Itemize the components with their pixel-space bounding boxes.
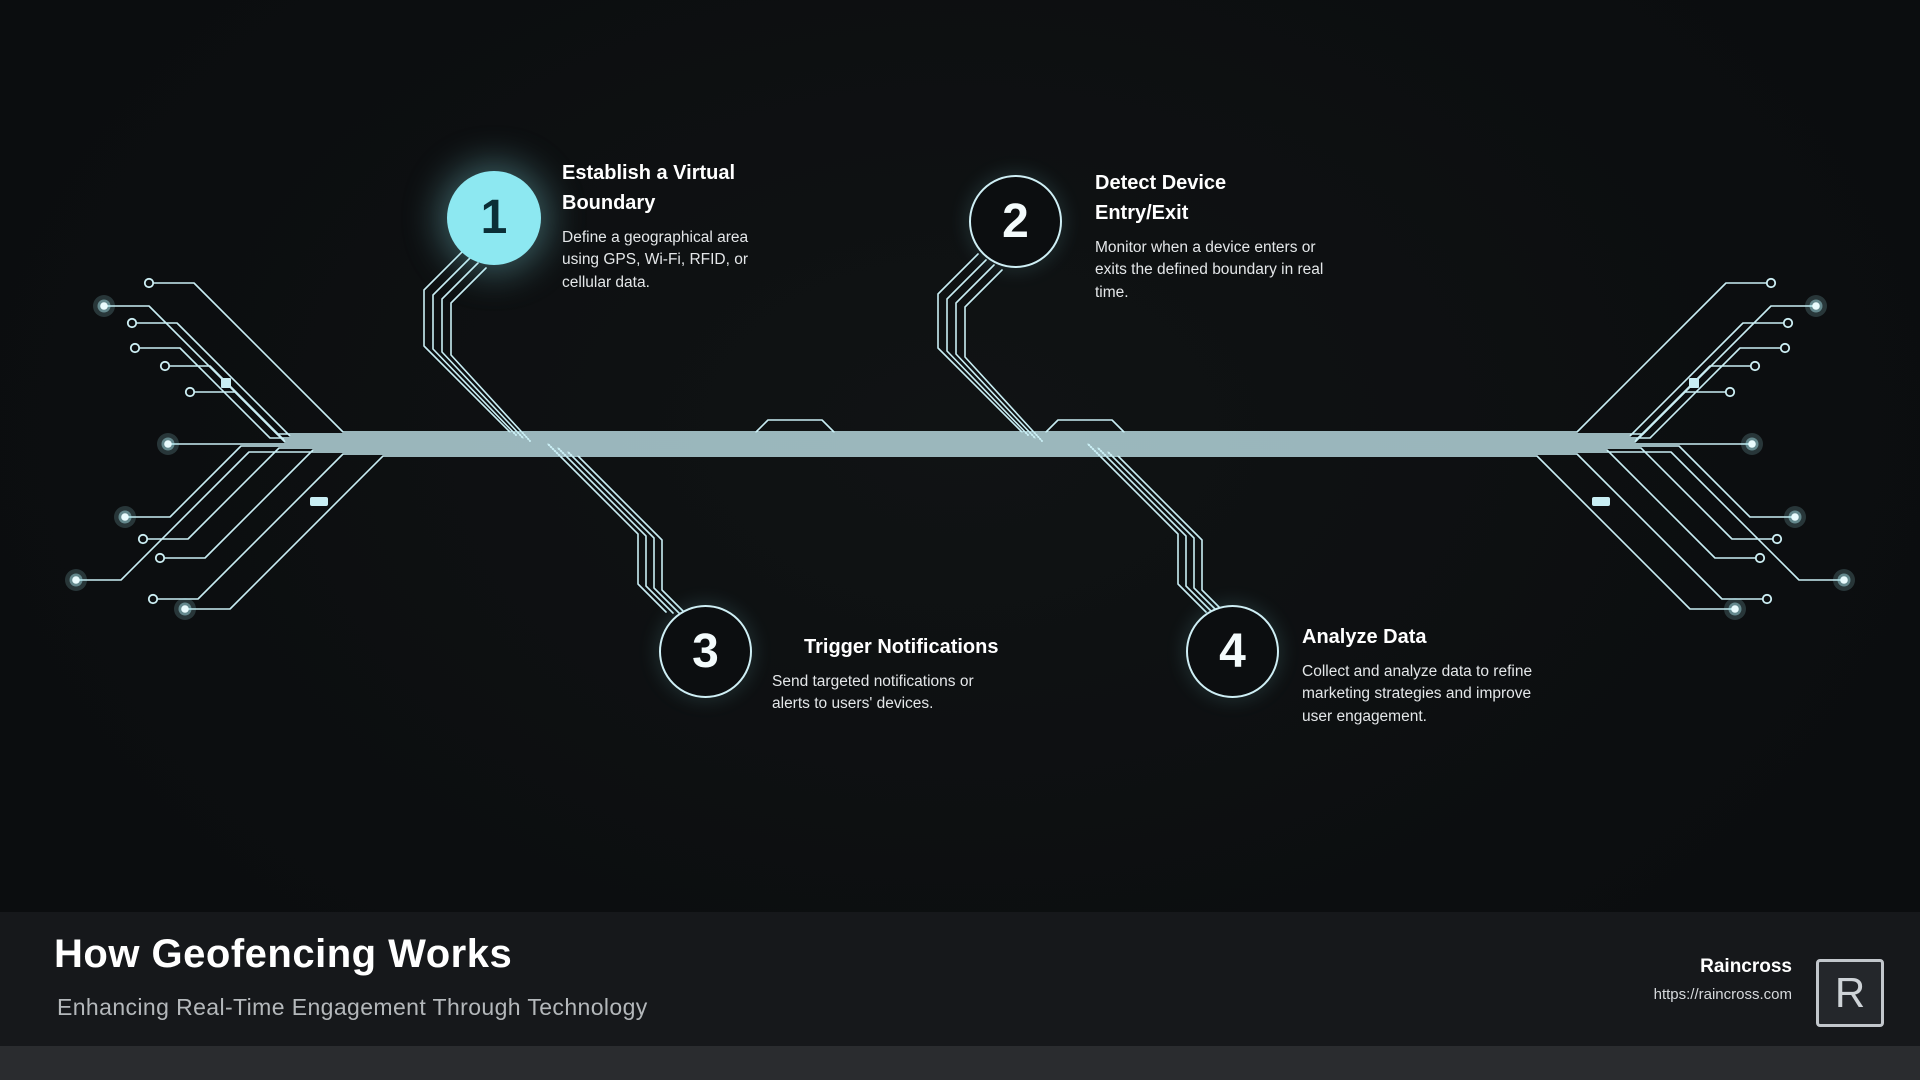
step-3-node: 3 (659, 605, 752, 698)
step-2-title: Detect Device Entry/Exit (1095, 172, 1227, 224)
brand-block: Raincross https://raincross.com (1654, 956, 1792, 1003)
step-3-number: 3 (692, 624, 719, 678)
step-3-text: Trigger Notifications Send targeted noti… (772, 632, 1022, 716)
step-1-node: 1 (447, 171, 541, 265)
footer-bar: How Geofencing Works Enhancing Real-Time… (0, 912, 1920, 1046)
brand-url: https://raincross.com (1653, 986, 1792, 1003)
page-subtitle: Enhancing Real-Time Engagement Through T… (57, 994, 648, 1020)
brand-logo: R (1816, 959, 1884, 1027)
step-4-node: 4 (1186, 605, 1279, 698)
glow-endpoints (65, 295, 1855, 620)
circuit-pads (221, 378, 1699, 506)
step-4-description: Collect and analyze data to refine marke… (1302, 663, 1533, 725)
step-1-text: Establish a Virtual Boundary Define a ge… (562, 158, 797, 294)
step-2-description: Monitor when a device enters or exits th… (1095, 239, 1324, 301)
bottom-strip (0, 1046, 1920, 1080)
step-3-title: Trigger Notifications (804, 636, 999, 658)
step-4-text: Analyze Data Collect and analyze data to… (1302, 622, 1557, 728)
step-3-description: Send targeted notifications or alerts to… (772, 673, 974, 713)
step-2-text: Detect Device Entry/Exit Monitor when a … (1095, 168, 1335, 304)
step-2-node: 2 (969, 175, 1062, 268)
page-title: How Geofencing Works (54, 932, 513, 976)
brand-name: Raincross (1700, 956, 1792, 977)
step-1-description: Define a geographical area using GPS, Wi… (562, 229, 749, 291)
step-1-title: Establish a Virtual Boundary (562, 162, 736, 214)
step-4-title: Analyze Data (1302, 626, 1427, 648)
brand-logo-letter: R (1834, 969, 1866, 1016)
step-2-number: 2 (1002, 194, 1029, 248)
open-endpoints (126, 277, 1794, 605)
step-1-number: 1 (480, 191, 508, 244)
step-4-number: 4 (1219, 624, 1246, 678)
